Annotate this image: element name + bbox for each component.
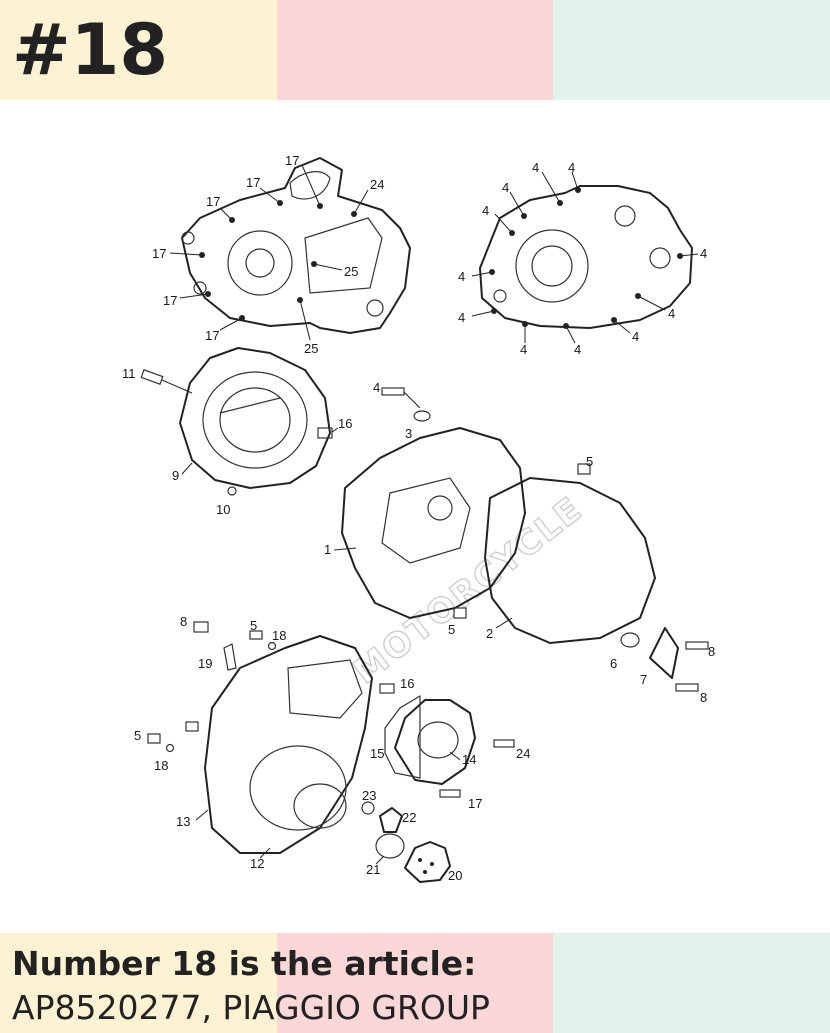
svg-text:18: 18 bbox=[272, 628, 286, 643]
svg-text:25: 25 bbox=[344, 264, 358, 279]
clutch-cover-callouts: 11 9 10 16 bbox=[122, 366, 352, 517]
svg-text:5: 5 bbox=[134, 728, 141, 743]
main-crankcase bbox=[341, 427, 656, 644]
svg-text:3: 3 bbox=[405, 426, 412, 441]
caption-line-number: Number 18 is the article: bbox=[12, 944, 477, 983]
crankcase-right-callouts: 4 4 4 4 4 4 4 4 4 4 4 bbox=[458, 160, 707, 357]
svg-text:13: 13 bbox=[176, 814, 190, 829]
svg-text:4: 4 bbox=[502, 180, 509, 195]
svg-text:17: 17 bbox=[205, 328, 219, 343]
svg-text:4: 4 bbox=[574, 342, 581, 357]
svg-text:16: 16 bbox=[338, 416, 352, 431]
svg-text:15: 15 bbox=[370, 746, 384, 761]
band-segment-yellow bbox=[0, 0, 277, 100]
watermark: MOTORCYCLE bbox=[345, 488, 591, 693]
svg-text:4: 4 bbox=[482, 203, 489, 218]
bottom-color-band bbox=[0, 933, 830, 1033]
svg-text:8: 8 bbox=[180, 614, 187, 629]
band-segment-mint bbox=[553, 933, 830, 1033]
svg-text:17: 17 bbox=[468, 796, 482, 811]
svg-text:25: 25 bbox=[304, 341, 318, 356]
svg-text:14: 14 bbox=[462, 752, 476, 767]
seal-bracket-group: 6 7 8 8 bbox=[610, 627, 715, 705]
svg-text:6: 6 bbox=[610, 656, 617, 671]
svg-text:5: 5 bbox=[448, 622, 455, 637]
band-segment-mint bbox=[553, 0, 830, 100]
svg-text:17: 17 bbox=[152, 246, 166, 261]
main-crankcase-callouts: 1 2 4 3 5 5 bbox=[324, 380, 593, 641]
clutch-cover bbox=[179, 347, 331, 489]
svg-text:4: 4 bbox=[373, 380, 380, 395]
svg-text:2: 2 bbox=[486, 626, 493, 641]
svg-text:17: 17 bbox=[163, 293, 177, 308]
top-color-band bbox=[0, 0, 830, 100]
svg-text:4: 4 bbox=[458, 269, 465, 284]
svg-text:20: 20 bbox=[448, 868, 462, 883]
crankcase-right-half bbox=[479, 185, 693, 329]
svg-text:10: 10 bbox=[216, 502, 230, 517]
svg-text:4: 4 bbox=[520, 342, 527, 357]
svg-text:4: 4 bbox=[532, 160, 539, 175]
caption-line-article: AP8520277, PIAGGIO GROUP bbox=[12, 988, 490, 1027]
svg-text:1: 1 bbox=[324, 542, 331, 557]
svg-text:19: 19 bbox=[198, 656, 212, 671]
svg-text:MOTORCYCLE: MOTORCYCLE bbox=[346, 489, 591, 692]
svg-text:17: 17 bbox=[246, 175, 260, 190]
magneto-cover-callouts: 8 19 5 18 5 18 13 12 16 bbox=[134, 614, 414, 871]
svg-text:4: 4 bbox=[568, 160, 575, 175]
band-segment-pink bbox=[276, 933, 554, 1033]
svg-text:23: 23 bbox=[362, 788, 376, 803]
magneto-cover bbox=[204, 635, 373, 854]
crankcase-left-half bbox=[181, 157, 411, 334]
svg-text:17: 17 bbox=[206, 194, 220, 209]
svg-text:5: 5 bbox=[250, 618, 257, 633]
exploded-parts-diagram: MOTORCYCLE 17 17 17 17 17 17 24 25 25 bbox=[120, 148, 720, 898]
crankcase-left-callouts: 17 17 17 17 17 17 24 25 25 bbox=[152, 153, 384, 356]
svg-text:17: 17 bbox=[285, 153, 299, 168]
svg-text:5: 5 bbox=[586, 454, 593, 469]
water-pump: 15 14 24 17 bbox=[370, 694, 530, 811]
svg-text:8: 8 bbox=[700, 690, 707, 705]
filter-cap-group: 23 22 21 20 bbox=[361, 788, 462, 883]
svg-text:4: 4 bbox=[668, 306, 675, 321]
svg-text:21: 21 bbox=[366, 862, 380, 877]
svg-text:12: 12 bbox=[250, 856, 264, 871]
band-segment-pink bbox=[276, 0, 554, 100]
svg-text:9: 9 bbox=[172, 468, 179, 483]
svg-text:22: 22 bbox=[402, 810, 416, 825]
svg-text:24: 24 bbox=[370, 177, 384, 192]
svg-text:8: 8 bbox=[708, 644, 715, 659]
article-caption: Number 18 is the article: AP8520277, PIA… bbox=[12, 942, 490, 1030]
svg-text:11: 11 bbox=[122, 366, 136, 381]
diagram-svg: MOTORCYCLE 17 17 17 17 17 17 24 25 25 bbox=[122, 153, 715, 883]
band-segment-yellow bbox=[0, 933, 277, 1033]
svg-text:7: 7 bbox=[640, 672, 647, 687]
svg-text:4: 4 bbox=[700, 246, 707, 261]
svg-text:4: 4 bbox=[632, 329, 639, 344]
svg-text:4: 4 bbox=[458, 310, 465, 325]
svg-text:16: 16 bbox=[400, 676, 414, 691]
page-title: #18 bbox=[12, 9, 169, 91]
svg-text:18: 18 bbox=[154, 758, 168, 773]
svg-text:24: 24 bbox=[516, 746, 530, 761]
